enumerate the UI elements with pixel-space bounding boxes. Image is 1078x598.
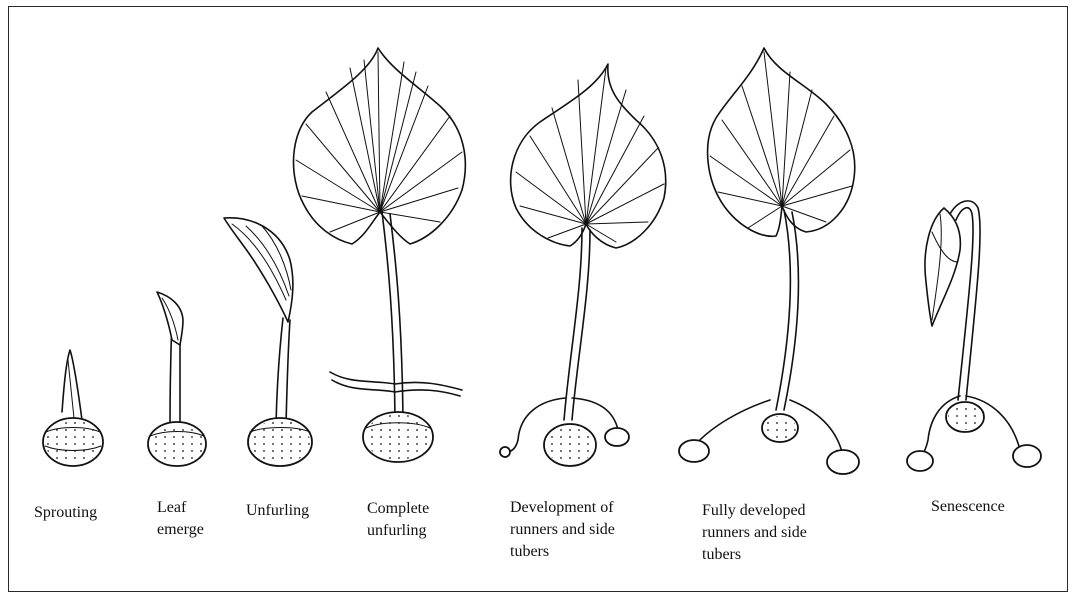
stage-complete-unfurling-drawing — [294, 48, 466, 462]
stage-senescence-drawing — [907, 201, 1041, 471]
stage-sprouting-drawing — [43, 350, 103, 466]
label-unfurling: Unfurling — [246, 500, 309, 522]
label-sprouting: Sprouting — [34, 502, 97, 524]
stage-leaf-emerge-drawing — [148, 292, 206, 466]
label-complete-unfurling: Complete unfurling — [367, 498, 429, 542]
label-development-runners: Development of runners and side tubers — [510, 497, 615, 563]
label-fully-developed-runners: Fully developed runners and side tubers — [702, 500, 807, 566]
stage-fully-developed-drawing — [679, 48, 859, 474]
label-senescence: Senescence — [931, 496, 1005, 518]
label-leaf-emerge: Leaf emerge — [157, 497, 204, 541]
stage-development-runners-drawing — [500, 64, 666, 466]
stage-unfurling-drawing — [224, 218, 312, 466]
